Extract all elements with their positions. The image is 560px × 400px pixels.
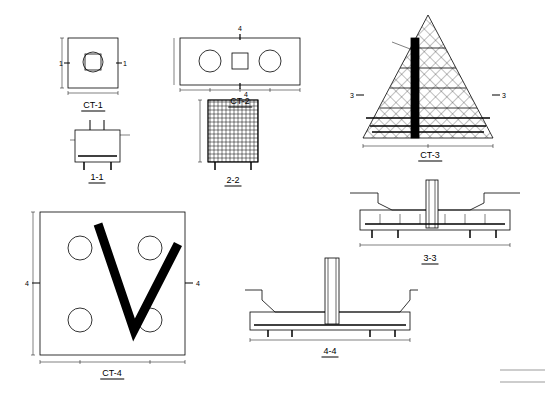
ct2-plan	[174, 34, 300, 92]
ct1-plan	[60, 38, 122, 95]
section-2-2	[198, 100, 258, 170]
drawing-title: CT-3	[418, 151, 442, 162]
section-mark: 4	[196, 280, 200, 287]
section-mark: 4	[244, 91, 248, 98]
drawing-title: CT-2	[228, 97, 252, 108]
section-1-1	[70, 120, 130, 170]
section-3-3	[350, 180, 520, 247]
section-mark: 1	[59, 60, 63, 67]
ct3-plan	[356, 10, 500, 148]
section-mark: 3	[502, 92, 506, 99]
section-title: 1-1	[88, 173, 105, 184]
section-mark: 4	[238, 25, 242, 32]
section-title: 4-4	[321, 347, 338, 358]
section-title: 3-3	[421, 254, 438, 265]
drawing-title: CT-1	[81, 101, 105, 112]
section-mark: 1	[123, 60, 127, 67]
section-4-4	[245, 258, 418, 342]
section-title: 2-2	[224, 176, 241, 187]
title-strip	[500, 370, 545, 382]
drawing-title: CT-4	[100, 369, 124, 380]
section-mark: 3	[350, 92, 354, 99]
section-mark: 4	[25, 280, 29, 287]
ct4-plan	[31, 212, 193, 364]
